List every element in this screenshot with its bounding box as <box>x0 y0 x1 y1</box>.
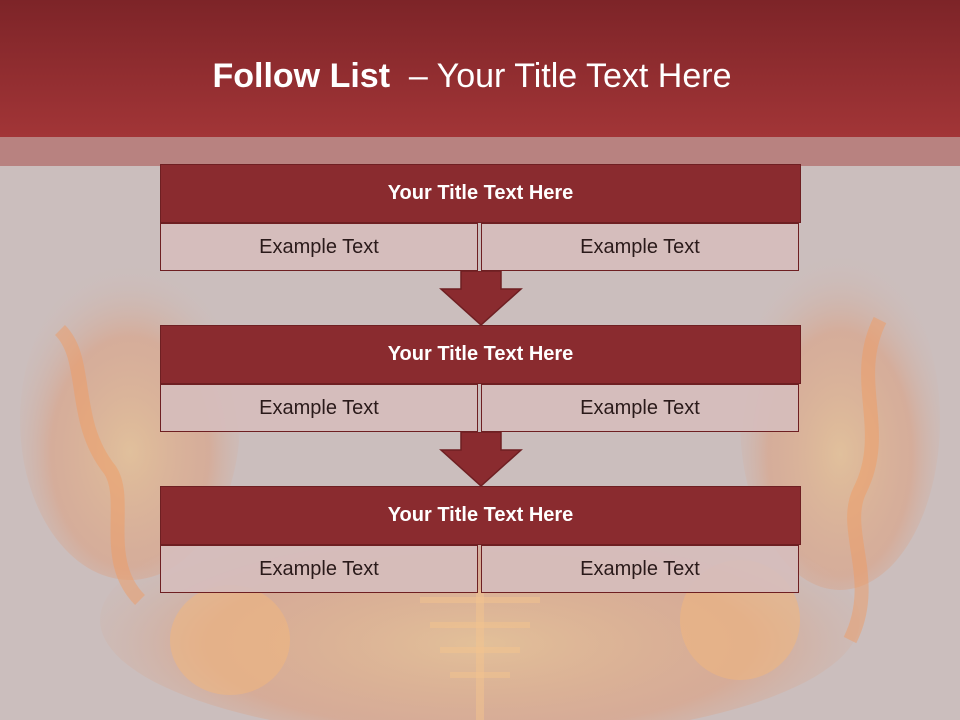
list-block-right-cell: Example Text <box>481 384 799 432</box>
title-bar <box>0 0 960 137</box>
list-block-2: Your Title Text Here Example Text Exampl… <box>160 325 801 432</box>
list-block-right-cell: Example Text <box>481 545 799 593</box>
list-block-3: Your Title Text Here Example Text Exampl… <box>160 486 801 593</box>
list-block-right-cell: Example Text <box>481 223 799 271</box>
slide-title-subtitle: – Your Title Text Here <box>390 57 732 95</box>
down-arrow-icon <box>439 271 523 327</box>
list-block-title: Your Title Text Here <box>160 486 801 545</box>
down-arrow-icon <box>439 432 523 488</box>
list-block-left-cell: Example Text <box>160 545 478 593</box>
list-block-left-cell: Example Text <box>160 384 478 432</box>
list-block-1: Your Title Text Here Example Text Exampl… <box>160 164 801 271</box>
list-block-left-cell: Example Text <box>160 223 478 271</box>
slide-title-bold: Follow List <box>212 57 391 95</box>
title-underline-strip <box>0 137 960 166</box>
slide-title: Follow List – Your Title Text Here <box>0 55 944 97</box>
list-block-title: Your Title Text Here <box>160 164 801 223</box>
list-block-title: Your Title Text Here <box>160 325 801 384</box>
